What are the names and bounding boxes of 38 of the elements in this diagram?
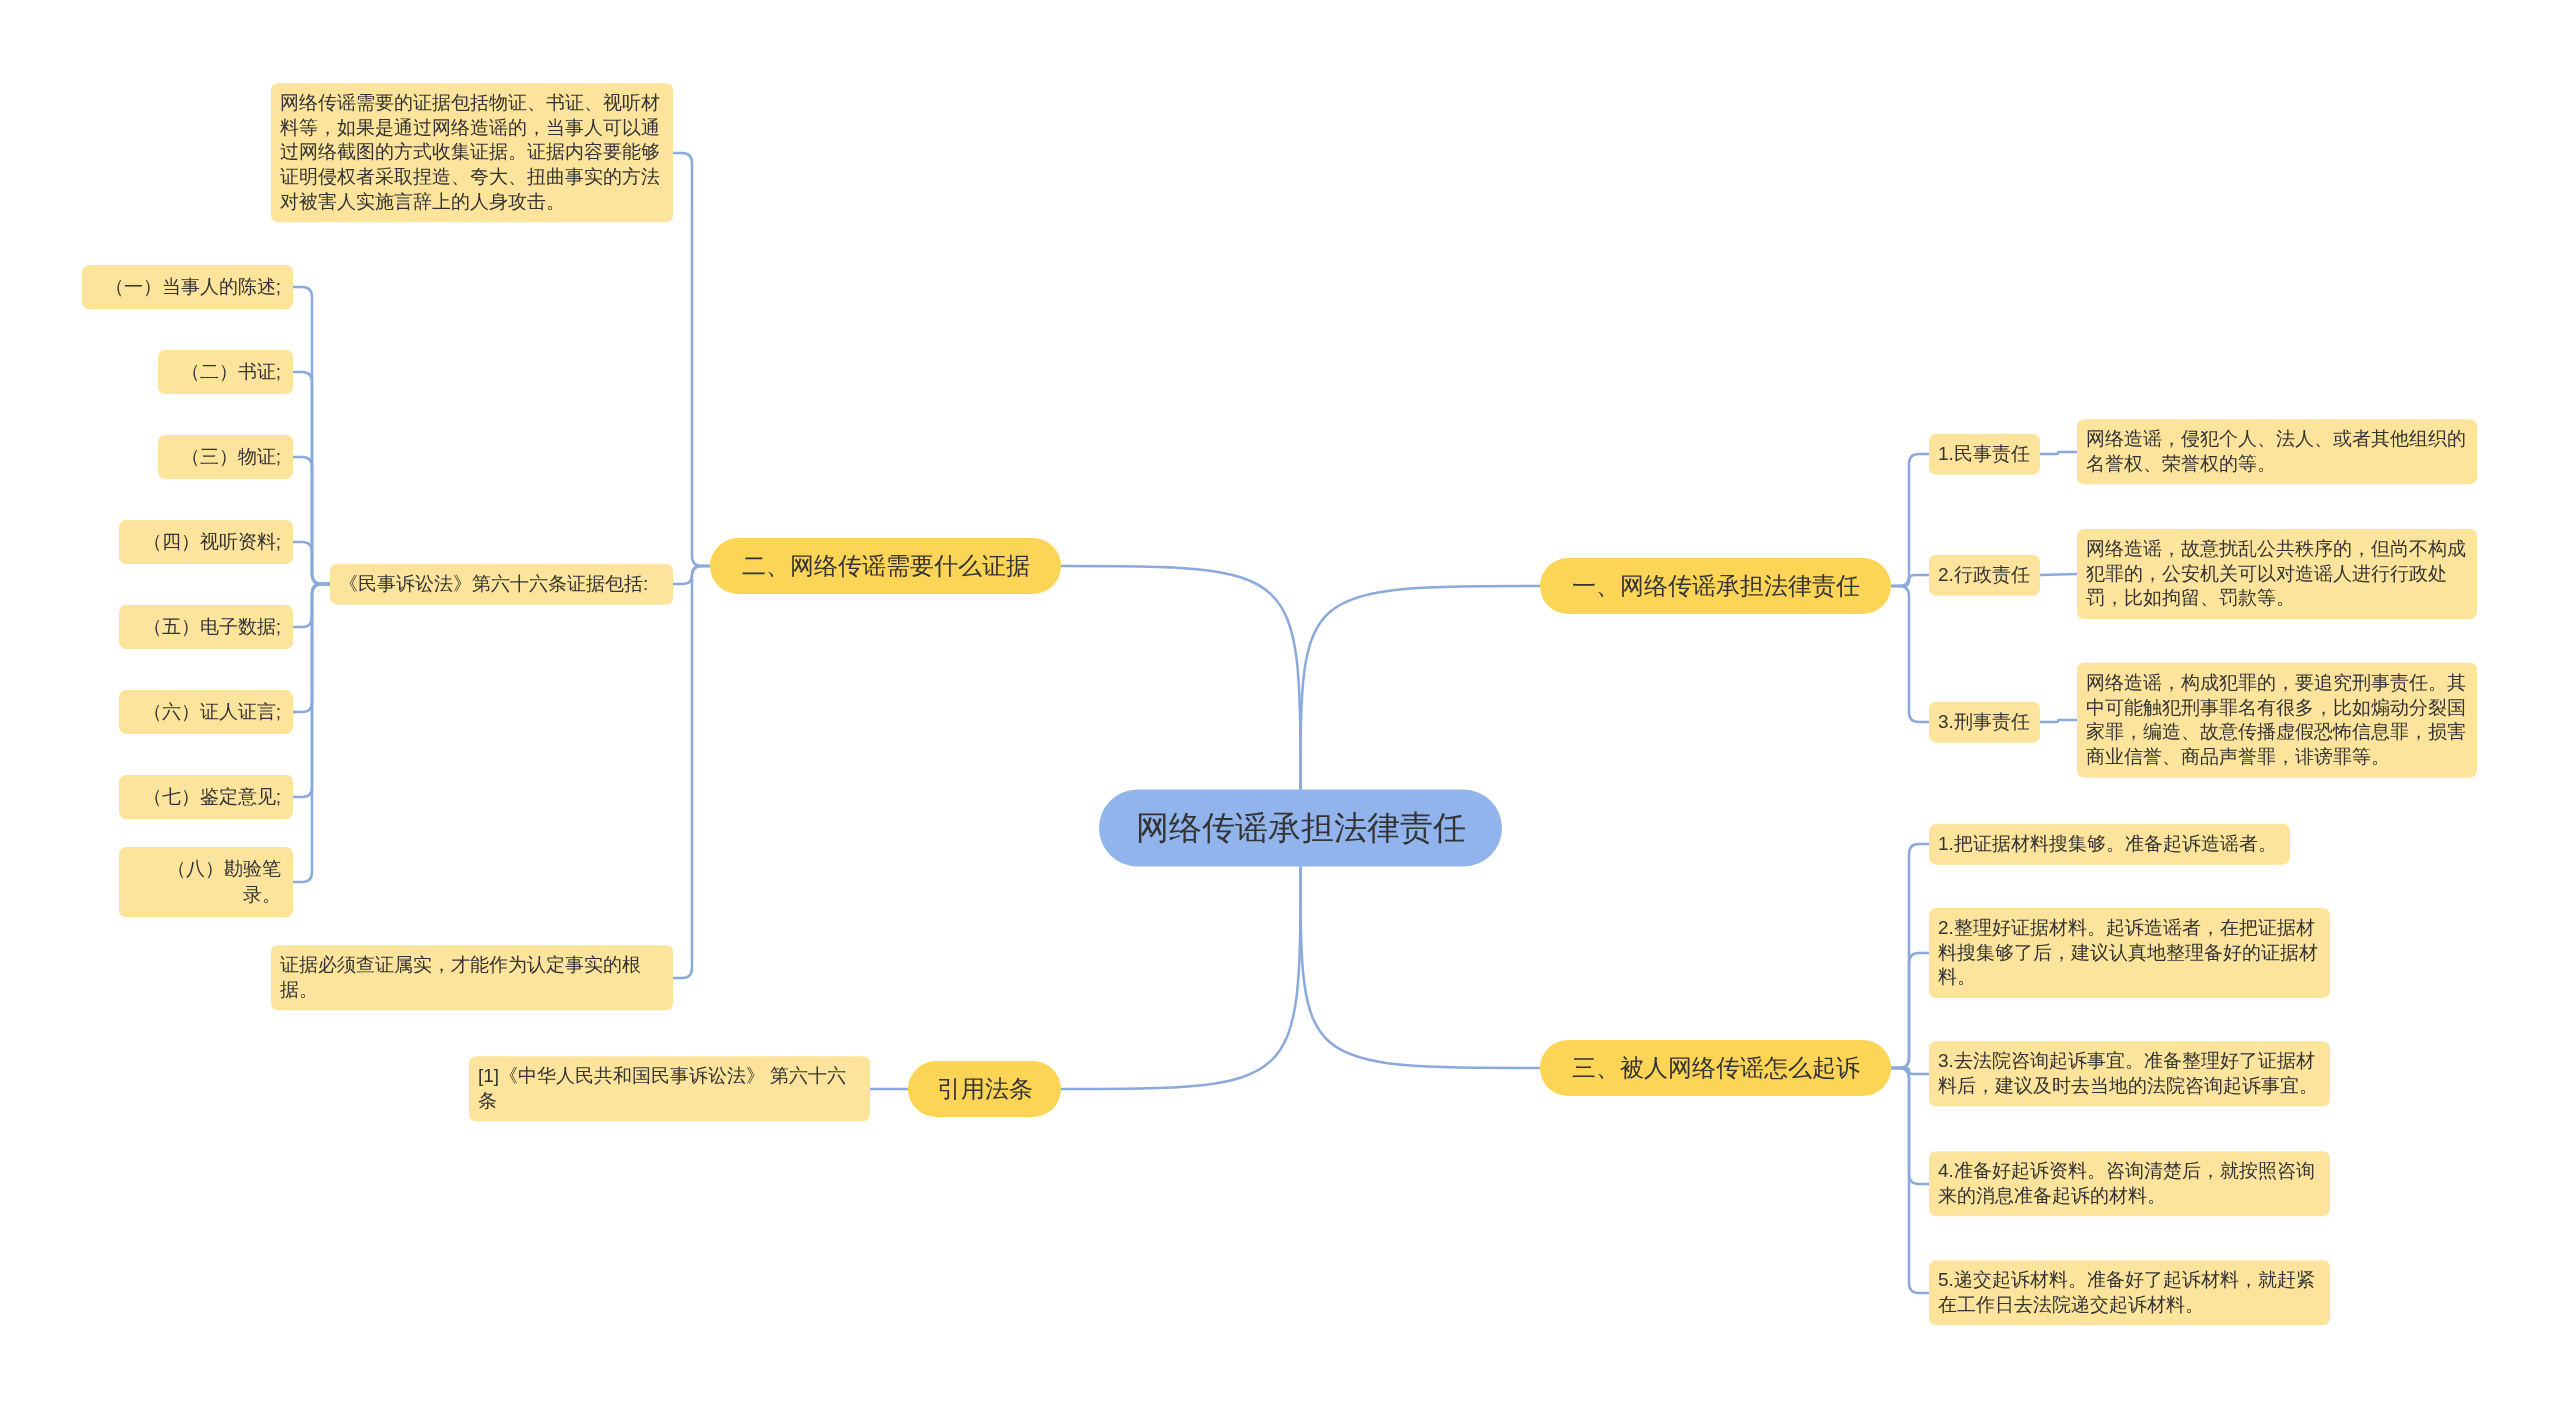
subtopic-box: 网络传谣需要的证据包括物证、书证、视听材料等，如果是通过网络造谣的，当事人可以通过网络截图的方式收集证据。证据内容要能够证明侵权者采取捏造、夸大、扭曲事实的方法对被害人实施言辞上的人身攻击。 [271, 83, 673, 223]
branch-topic: 引用法条 [908, 1061, 1061, 1117]
connector-line [1061, 866, 1302, 1091]
subtopic-box: 1.民事责任 [1929, 433, 2040, 475]
subtopic-box: （八）勘验笔录。 [119, 847, 293, 917]
subtopic-box: 3.刑事责任 [1929, 701, 2040, 743]
subtopic-box: 2.行政责任 [1929, 554, 2040, 596]
subtopic-box: 3.去法院咨询起诉事宜。准备整理好了证据材料后，建议及时去当地的法院咨询起诉事宜。 [1929, 1041, 2330, 1107]
connector-line [2040, 450, 2077, 456]
subtopic-box: 4.准备好起诉资料。咨询清楚后，就按照咨询来的消息准备起诉的材料。 [1929, 1151, 2330, 1217]
subtopic-box: 1.把证据材料搜集够。准备起诉造谣者。 [1929, 823, 2290, 865]
connector-line [1891, 584, 1929, 724]
connector-line [2039, 572, 2078, 577]
subtopic-box: 《民事诉讼法》第六十六条证据包括: [330, 563, 673, 605]
connector-line [870, 1087, 908, 1091]
branch-topic: 一、网络传谣承担法律责任 [1540, 558, 1891, 614]
connector-line [1061, 564, 1302, 790]
subtopic-box: 2.整理好证据材料。起诉造谣者，在把证据材料搜集够了后，建议认真地整理备好的证据材料。 [1929, 907, 2330, 999]
subtopic-box: （六）证人证言; [119, 690, 293, 734]
branch-topic: 二、网络传谣需要什么证据 [710, 538, 1061, 594]
connector-line [293, 582, 330, 884]
subtopic-box: （一）当事人的陈述; [82, 265, 293, 309]
branch-topic: 三、被人网络传谣怎么起诉 [1540, 1040, 1891, 1096]
subtopic-box: 网络造谣，构成犯罪的，要追究刑事责任。其中可能触犯刑事罪名有很多，比如煽动分裂国家罪，编造、故意传播虚假恐怖信息罪，损害商业信誉、商品声誉罪，诽谤罪等。 [2077, 662, 2477, 778]
subtopic-box: （四）视听资料; [119, 520, 293, 564]
subtopic-box: 5.递交起诉材料。准备好了起诉材料，就赶紧在工作日去法院递交起诉材料。 [1929, 1260, 2330, 1326]
subtopic-box: [1]《中华人民共和国民事诉讼法》 第六十六条 [469, 1056, 870, 1122]
subtopic-box: （二）书证; [158, 350, 293, 394]
subtopic-box: 网络造谣，故意扰乱公共秩序的，但尚不构成犯罪的，公安机关可以对造谣人进行行政处罚，比如拘留、罚款等。 [2077, 528, 2477, 620]
connector-line [1891, 1066, 1929, 1295]
connector-line [673, 564, 710, 980]
connector-line [2040, 718, 2077, 724]
subtopic-box: （七）鉴定意见; [119, 775, 293, 819]
subtopic-box: 证据必须查证属实，才能作为认定事实的根据。 [271, 945, 673, 1011]
subtopic-box: （三）物证; [158, 435, 293, 479]
subtopic-box: （五）电子数据; [119, 605, 293, 649]
central-topic: 网络传谣承担法律责任 [1099, 789, 1502, 867]
subtopic-box: 网络造谣，侵犯个人、法人、或者其他组织的名誉权、荣誉权的等。 [2077, 419, 2477, 485]
